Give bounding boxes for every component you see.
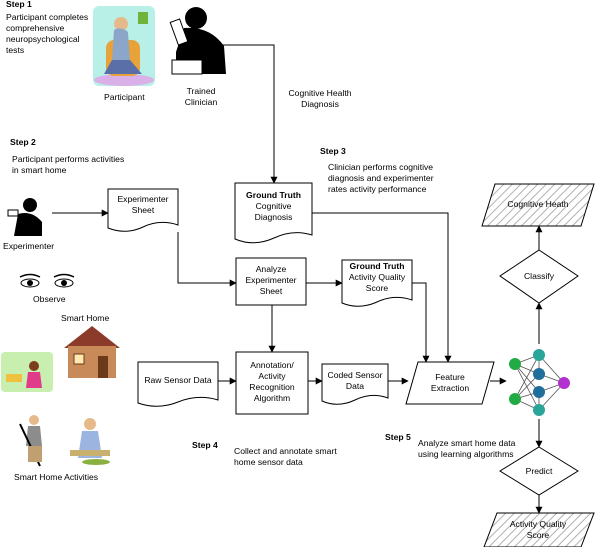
- ground-truth-diagnosis-text: Cognitive: [255, 201, 292, 211]
- clinician-label: Trained: [186, 86, 216, 96]
- raw-sensor-box: [137, 361, 219, 407]
- clinician-silhouette-icon: [169, 7, 226, 75]
- ground-truth-diagnosis-box: [234, 182, 313, 244]
- annotation-text: Recognition: [249, 382, 295, 392]
- participant-clipart-icon: [93, 6, 155, 86]
- experimenter-sheet-text: Sheet: [131, 205, 155, 215]
- clinician-label: Clinician: [184, 97, 218, 107]
- feature-extraction-text: Feature: [435, 372, 465, 382]
- cognitive-heath-text: Cognitive Heath: [507, 199, 569, 209]
- eyes-icon: [19, 273, 75, 288]
- house-icon: [64, 326, 120, 378]
- ground-truth-diagnosis-text: Diagnosis: [254, 212, 293, 222]
- step1-line: neuropsychological: [6, 34, 80, 44]
- activity-quality-output-box: [483, 512, 595, 547]
- step5-line: Analyze smart home data: [418, 438, 516, 448]
- experimenter-sheet-text: Experimenter: [117, 194, 169, 204]
- activity-clipart-icon: [1, 352, 53, 392]
- classify-diamond: [499, 249, 579, 304]
- arrow-sheet-to-analyze: [177, 232, 237, 287]
- annotation-text: Annotation/: [250, 360, 294, 370]
- participant-label: Participant: [104, 92, 145, 102]
- ground-truth-score-text: Score: [365, 283, 389, 293]
- analyze-sheet-box: [235, 257, 307, 306]
- ground-truth-diagnosis-bold: Ground Truth: [246, 190, 301, 200]
- step3-line: rates activity performance: [328, 184, 427, 194]
- coded-sensor-text: Coded Sensor: [327, 370, 383, 380]
- cleaning-person-icon: [19, 415, 42, 467]
- step3-line: diagnosis and experimenter: [328, 173, 434, 183]
- step3-title: Step 3: [320, 146, 346, 156]
- arrow-diagnosis-to-feature: [312, 212, 452, 363]
- activity-quality-output-text: Score: [526, 530, 550, 540]
- activity-quality-output-text: Activity Quality: [509, 519, 567, 529]
- ground-truth-score-text: Activity Quality: [348, 272, 406, 282]
- activities-label: Smart Home Activities: [14, 472, 99, 482]
- step3-line: Clinician performs cognitive: [328, 162, 434, 172]
- arrow-clinician-to-diagnosis: [205, 44, 278, 184]
- coded-sensor-text: Data: [345, 381, 365, 391]
- ground-truth-score-box: [341, 259, 413, 307]
- diagnosis-label: Cognitive Health: [288, 88, 352, 98]
- neural-network-icon: [509, 349, 570, 416]
- step2-line: in smart home: [12, 165, 67, 175]
- step1-line: Participant completes: [6, 12, 89, 22]
- step5-title: Step 5: [385, 432, 411, 442]
- step4-line: Collect and annotate smart: [234, 446, 337, 456]
- predict-text: Predict: [525, 466, 553, 476]
- observe-label: Observe: [33, 294, 66, 304]
- step1-title: Step 1: [6, 0, 32, 9]
- document-shapes: [107, 182, 413, 407]
- step4-line: home sensor data: [234, 457, 303, 467]
- analyze-sheet-text: Experimenter: [245, 275, 297, 285]
- classify-text: Classify: [523, 271, 555, 281]
- experimenter-silhouette-icon: [7, 198, 42, 236]
- annotation-text: Algorithm: [253, 393, 291, 403]
- experimenter-sheet-box: [107, 188, 179, 232]
- cooking-person-icon: [70, 418, 110, 465]
- predict-diamond: [499, 446, 579, 496]
- coded-sensor-box: [321, 363, 389, 405]
- ground-truth-score-bold: Ground Truth: [349, 261, 405, 271]
- annotation-box: [235, 351, 309, 415]
- smart-home-label: Smart Home: [61, 313, 110, 323]
- step4-title: Step 4: [192, 440, 218, 450]
- step1-line: comprehensive: [6, 23, 65, 33]
- feature-extraction-box: [405, 361, 495, 405]
- step5-line: using learning algorithms: [418, 449, 514, 459]
- experimenter-label: Experimenter: [3, 241, 55, 251]
- analyze-sheet-text: Sheet: [259, 286, 283, 296]
- step2-line: Participant performs activities: [12, 154, 125, 164]
- connectors: [52, 44, 543, 514]
- feature-extraction-text: Extraction: [430, 383, 470, 393]
- step2-title: Step 2: [10, 137, 36, 147]
- analyze-sheet-text: Analyze: [255, 264, 287, 274]
- annotation-text: Activity: [258, 371, 286, 381]
- raw-sensor-text: Raw Sensor Data: [144, 375, 212, 385]
- step1-line: tests: [6, 45, 25, 55]
- cognitive-heath-box: [481, 183, 595, 227]
- arrow-score-to-feature: [412, 282, 430, 363]
- diagnosis-label: Diagnosis: [301, 99, 339, 109]
